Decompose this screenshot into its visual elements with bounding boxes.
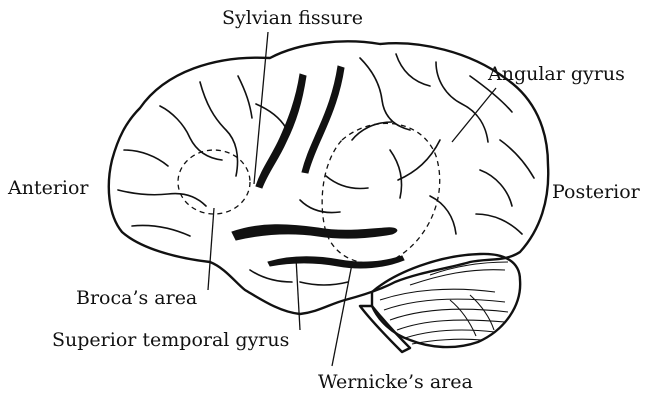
label-posterior: Posterior <box>552 181 641 203</box>
label-sylvian-fissure: Sylvian fissure <box>222 7 363 29</box>
label-superior-temporal-gyrus: Superior temporal gyrus <box>52 329 289 351</box>
label-wernickes-area: Wernicke’s area <box>318 371 473 393</box>
brocas-area-outline <box>178 150 250 214</box>
leader-sylvian-fissure <box>254 32 268 184</box>
superior-temporal-sulcus <box>268 256 404 268</box>
leader-superior-temporal-gyrus <box>296 258 300 330</box>
leader-brocas-area <box>208 208 214 290</box>
label-brocas-area: Broca’s area <box>76 287 197 309</box>
wernickes-area-outline <box>322 123 440 263</box>
leader-wernickes-area <box>332 264 352 366</box>
label-anterior: Anterior <box>7 177 89 199</box>
brain-stem <box>360 306 410 352</box>
label-angular-gyrus: Angular gyrus <box>487 63 625 85</box>
sylvian-fissure <box>232 225 397 240</box>
leader-angular-gyrus <box>452 88 496 142</box>
